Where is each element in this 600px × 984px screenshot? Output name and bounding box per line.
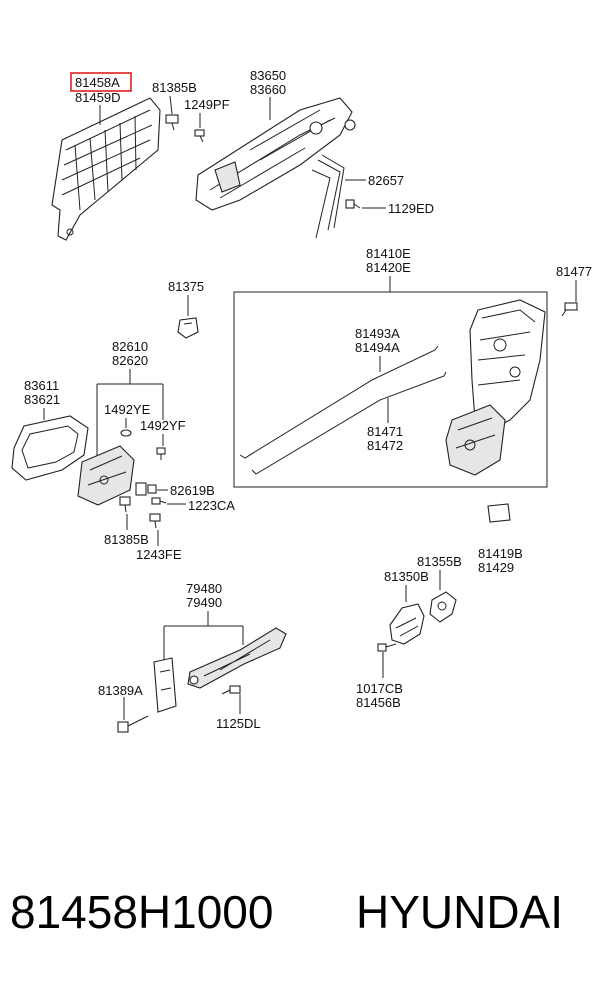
label-83621: 83621 bbox=[24, 392, 60, 407]
footer-brand: HYUNDAI bbox=[356, 886, 563, 938]
label-82610: 82610 bbox=[112, 339, 148, 354]
bezel-83611-drawing bbox=[11, 415, 89, 481]
latch-assembly-box bbox=[233, 291, 548, 488]
label-82619b: 82619B bbox=[170, 483, 215, 498]
label-1249pf: 1249PF bbox=[184, 97, 230, 112]
rods-81493a-drawing bbox=[239, 345, 447, 475]
label-83611: 83611 bbox=[24, 378, 59, 393]
screw-1492ye bbox=[120, 429, 132, 437]
label-81494a: 81494A bbox=[355, 340, 400, 355]
label-81493a: 81493A bbox=[355, 326, 400, 341]
label-81429: 81429 bbox=[478, 560, 514, 575]
clip-81375 bbox=[177, 317, 199, 339]
screw-1243fe bbox=[149, 513, 161, 529]
pad-81419b bbox=[487, 503, 511, 523]
footer-part-number: 81458H1000 bbox=[10, 886, 273, 938]
screw-81385b-bottom bbox=[119, 496, 131, 513]
screw-1249pf bbox=[194, 129, 205, 143]
highlight-box-81458a bbox=[70, 72, 132, 92]
screw-1223ca bbox=[151, 497, 167, 505]
label-1492ye: 1492YE bbox=[104, 402, 151, 417]
label-1243fe: 1243FE bbox=[136, 547, 182, 562]
screw-81477 bbox=[561, 302, 578, 317]
label-81385b-top: 81385B bbox=[152, 80, 197, 95]
label-1492yf: 1492YF bbox=[140, 418, 186, 433]
label-81355b: 81355B bbox=[417, 554, 462, 569]
label-82657: 82657 bbox=[368, 173, 404, 188]
rod-82657-drawing bbox=[311, 154, 345, 239]
label-81456b: 81456B bbox=[356, 695, 401, 710]
label-83650: 83650 bbox=[250, 68, 286, 83]
label-81389a: 81389A bbox=[98, 683, 143, 698]
screw-81385b-top bbox=[165, 114, 179, 131]
outside-handle-83650-drawing bbox=[195, 97, 356, 211]
label-81385b-bottom: 81385B bbox=[104, 532, 149, 547]
label-81477: 81477 bbox=[556, 264, 592, 279]
label-83660: 83660 bbox=[250, 82, 286, 97]
leader-79480 bbox=[163, 611, 244, 660]
label-1223ca: 1223CA bbox=[188, 498, 235, 513]
label-81458a: 81458A bbox=[75, 75, 120, 90]
handle-82610-drawing bbox=[77, 445, 135, 506]
label-79490: 79490 bbox=[186, 595, 222, 610]
label-1017cb: 1017CB bbox=[356, 681, 403, 696]
label-1129ed: 1129ED bbox=[388, 201, 434, 216]
label-81410e: 81410E bbox=[366, 246, 411, 261]
label-81472: 81472 bbox=[367, 438, 403, 453]
bolt-1125dl bbox=[221, 685, 241, 695]
striker-81350b-drawing bbox=[389, 591, 457, 645]
label-81350b: 81350B bbox=[384, 569, 429, 584]
label-82620: 82620 bbox=[112, 353, 148, 368]
label-79480: 79480 bbox=[186, 581, 222, 596]
label-81375: 81375 bbox=[168, 279, 204, 294]
leader-82610 bbox=[96, 369, 164, 480]
screw-1017cb bbox=[377, 643, 397, 652]
label-81419b: 81419B bbox=[478, 546, 523, 561]
clip-82619b bbox=[135, 482, 157, 496]
checker-79480-drawing bbox=[153, 627, 287, 713]
latch-81410e-drawing bbox=[445, 299, 546, 476]
label-81420e: 81420E bbox=[366, 260, 411, 275]
bolt-81389a bbox=[117, 715, 149, 733]
label-1125dl: 1125DL bbox=[216, 716, 261, 731]
screw-1129ed bbox=[345, 199, 361, 209]
bracket-81458a-drawing bbox=[51, 97, 161, 241]
label-81471: 81471 bbox=[367, 424, 403, 439]
screw-1492yf bbox=[156, 447, 166, 460]
label-81459d: 81459D bbox=[75, 90, 121, 105]
